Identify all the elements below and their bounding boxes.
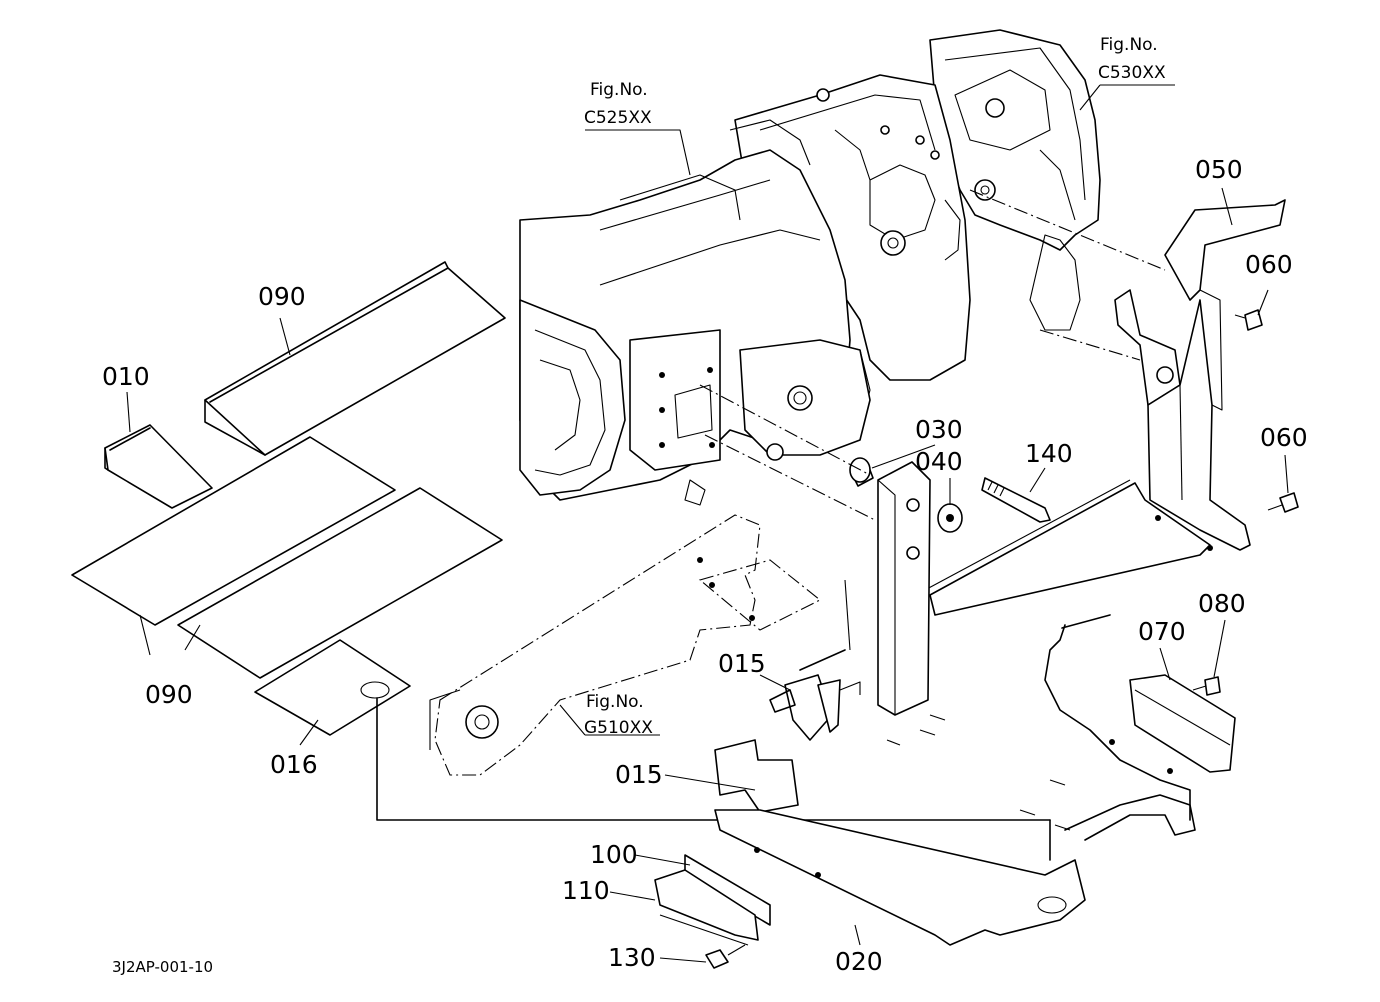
part-label-010: 010: [102, 362, 150, 391]
leader-lines: [126, 84, 1289, 963]
footstep-bar: [924, 479, 1213, 616]
part-label-020: 020: [835, 947, 883, 976]
part-label-030: 030: [915, 415, 963, 444]
part-label-070: 070: [1138, 617, 1186, 646]
bolt-060-lower: [1267, 492, 1299, 513]
assembly-lines: [699, 189, 1166, 831]
part-label-090-top: 090: [258, 282, 306, 311]
part-label-015-lower: 015: [615, 760, 663, 789]
pillar: [1147, 299, 1251, 551]
cover-070: [1129, 674, 1236, 773]
bracket-015-upper: [769, 649, 861, 741]
fig-ref-c525-line2: C525XX: [584, 108, 652, 128]
mat-090-top: [204, 261, 506, 456]
fig-ref-g510-line1: Fig.No.: [586, 692, 644, 712]
part-label-016: 016: [270, 750, 318, 779]
part-label-060-upper: 060: [1245, 250, 1293, 279]
step-plate-020: [714, 794, 1196, 946]
fig-ref-c530-line2: C530XX: [1098, 63, 1166, 83]
bolt-140: [981, 477, 1051, 523]
fig-ref-c525-line1: Fig.No.: [590, 80, 648, 100]
mat-010: [104, 424, 213, 509]
drawing-code: 3J2AP-001-10: [112, 958, 213, 976]
part-label-090-lower: 090: [145, 680, 193, 709]
part-label-110: 110: [562, 876, 610, 905]
fig-ref-g510-line2: G510XX: [584, 718, 653, 738]
part-label-015-upper: 015: [718, 649, 766, 678]
part-label-100: 100: [590, 840, 638, 869]
bolt-080: [1192, 676, 1221, 696]
post: [854, 461, 931, 716]
part-label-050: 050: [1195, 155, 1243, 184]
washer-040: [937, 503, 963, 533]
part-label-130: 130: [608, 943, 656, 972]
bracket-right: [1044, 614, 1191, 821]
fig-ref-c530-line1: Fig.No.: [1100, 35, 1158, 55]
part-label-080: 080: [1198, 589, 1246, 618]
mat-090-right: [177, 487, 503, 679]
part-label-060-lower: 060: [1260, 423, 1308, 452]
part-label-140: 140: [1025, 439, 1073, 468]
mat-090-left: [71, 436, 396, 626]
bolt-060-upper: [1234, 309, 1263, 331]
bracket-015-lower: [714, 739, 799, 813]
transmission-housing: [519, 29, 1101, 506]
mat-016: [254, 639, 1051, 861]
cover-110: [654, 869, 759, 946]
part-label-040: 040: [915, 447, 963, 476]
plate-100: [684, 854, 771, 926]
bolt-130: [705, 944, 746, 969]
frame-rail: [429, 514, 822, 776]
